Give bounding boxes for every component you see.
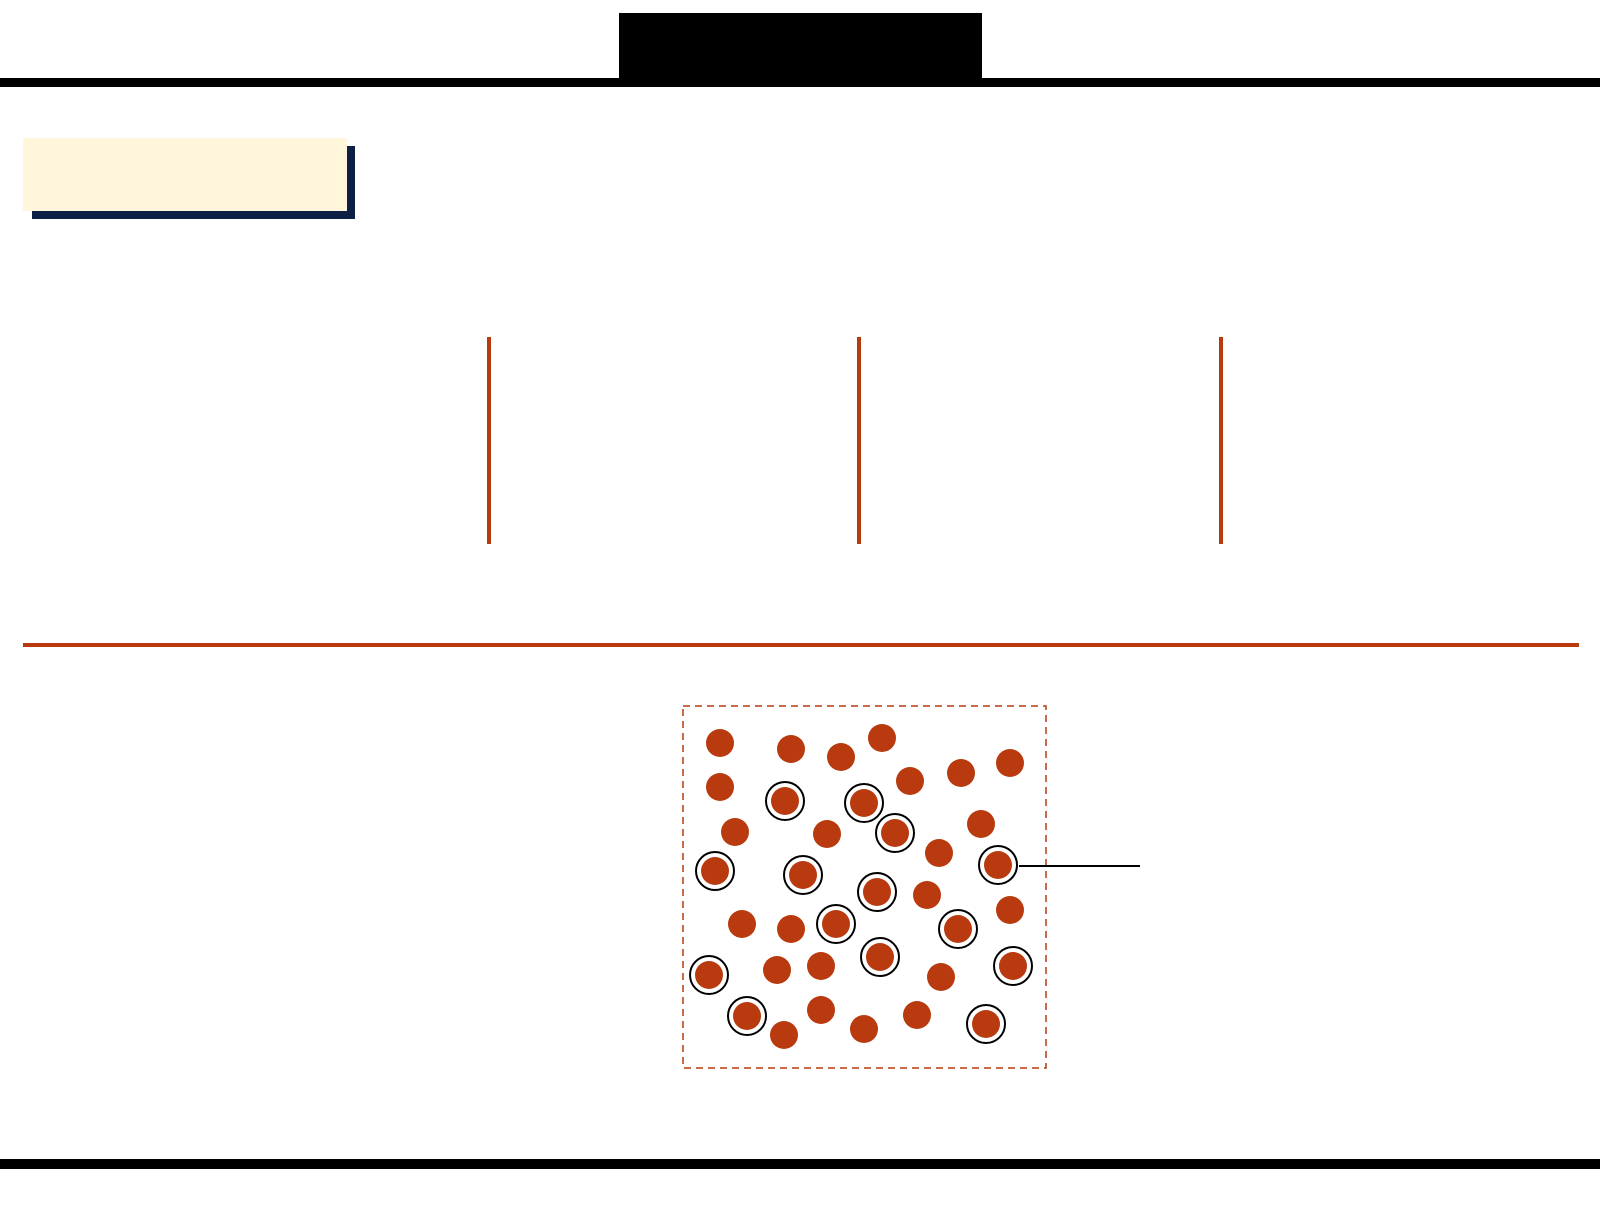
particle — [777, 915, 805, 943]
particle — [925, 839, 953, 867]
circled-particle — [701, 857, 729, 885]
particle — [927, 963, 955, 991]
particle — [807, 996, 835, 1024]
diagram-boundary — [682, 705, 1047, 1069]
circled-particle — [771, 787, 799, 815]
particle — [813, 820, 841, 848]
circled-particle — [881, 819, 909, 847]
circled-particle — [866, 943, 894, 971]
section-divider — [23, 643, 1579, 647]
particles — [689, 724, 1033, 1049]
top-rule — [0, 78, 1600, 87]
particle — [996, 896, 1024, 924]
particle — [763, 956, 791, 984]
column-divider-3 — [1219, 337, 1223, 544]
particle — [807, 952, 835, 980]
bottom-rule — [0, 1159, 1600, 1169]
circled-particle — [850, 789, 878, 817]
circled-particle — [972, 1010, 1000, 1038]
circled-particle — [733, 1002, 761, 1030]
label-box — [23, 138, 347, 211]
circled-particle — [984, 851, 1012, 879]
circled-particle — [822, 910, 850, 938]
particle — [706, 729, 734, 757]
circled-particle — [944, 915, 972, 943]
particle — [903, 1001, 931, 1029]
particle — [868, 724, 896, 752]
particle — [728, 910, 756, 938]
particle — [770, 1021, 798, 1049]
particle — [896, 767, 924, 795]
particle — [996, 749, 1024, 777]
particle — [850, 1015, 878, 1043]
particle — [913, 881, 941, 909]
header-title-tab — [619, 13, 982, 83]
particle — [827, 743, 855, 771]
particle — [777, 735, 805, 763]
circled-particle — [789, 861, 817, 889]
column-divider-1 — [487, 337, 491, 544]
particle — [947, 759, 975, 787]
particle — [967, 810, 995, 838]
particle — [721, 818, 749, 846]
column-divider-2 — [857, 337, 861, 544]
particle — [706, 773, 734, 801]
circled-particle — [999, 952, 1027, 980]
circled-particle — [863, 878, 891, 906]
circled-particle — [695, 961, 723, 989]
